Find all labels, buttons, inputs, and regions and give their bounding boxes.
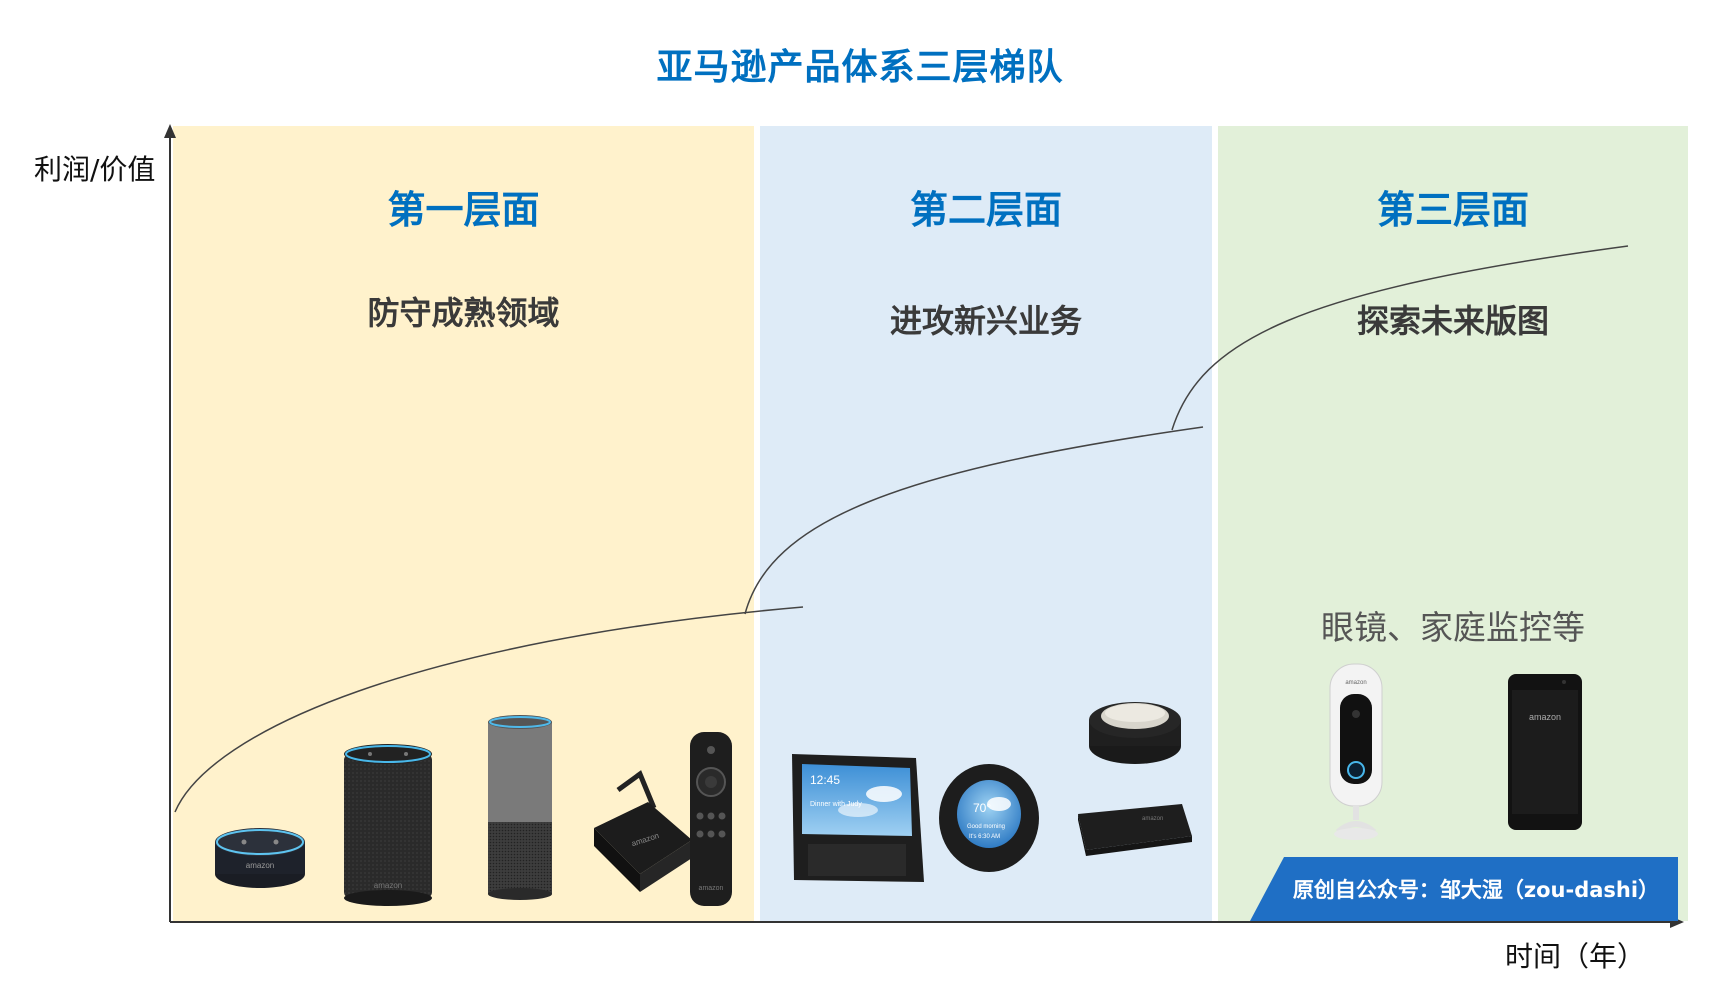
growth-curve-1 [174,606,804,813]
y-axis-label: 利润/价值 [34,153,156,186]
layer-title-2: 第二层面 [909,188,1062,232]
amazon-phone-icon: amazon [1508,674,1582,830]
layer-subtitle-2: 进攻新兴业务 [889,302,1082,340]
echo-tall-icon [488,715,552,900]
banner-shape [1250,857,1678,921]
echo-button-icon [1089,702,1181,764]
layer-panel-1: 第一层面 防守成熟领域 [173,126,754,921]
echo-dot-icon: amazon [215,828,305,888]
fire-tv-remote-icon: amazon [690,732,732,906]
page-title: 亚马逊产品体系三层梯队 [656,47,1064,88]
growth-curve-2 [744,426,1204,615]
svg-text:amazon: amazon [1529,712,1561,722]
x-axis-label: 时间（年） [1505,940,1646,973]
echo-show-icon: 12:45 Dinner with Judy [792,754,924,882]
svg-text:amazon: amazon [699,885,724,892]
layer-title-1: 第一层面 [387,188,540,232]
echo-speaker-icon: amazon [344,744,432,906]
layer-note-3: 眼镜、家庭监控等 [1321,608,1585,647]
svg-text:Dinner with Judy: Dinner with Judy [810,801,862,808]
layer-subtitle-3: 探索未来版图 [1356,302,1549,340]
svg-text:amazon: amazon [246,861,274,870]
fire-tv-box-icon: amazon [594,770,692,892]
svg-text:It's 6:30 AM: It's 6:30 AM [969,834,1000,840]
layer-subtitle-1: 防守成熟领域 [367,294,560,332]
layer-title-3: 第三层面 [1376,188,1529,232]
echo-connect-icon: amazon [1078,804,1192,856]
growth-curve-3 [1171,245,1629,431]
layer-panel-3: 第三层面 探索未来版图 眼镜、家庭监控等 [1218,126,1688,921]
watermark-banner: 原创自公众号：邹大湿（zou-dashi） [1250,857,1678,921]
svg-text:Good morning: Good morning [967,824,1005,830]
y-axis [164,124,176,922]
svg-text:amazon: amazon [374,881,402,890]
watermark-text: 原创自公众号：邹大湿（zou-dashi） [1292,878,1660,902]
svg-text:amazon: amazon [1345,680,1366,686]
svg-text:12:45: 12:45 [810,773,840,787]
echo-look-camera-icon: amazon [1329,663,1383,840]
svg-text:amazon: amazon [1142,816,1163,822]
echo-spot-icon: 70° Good morning It's 6:30 AM [939,764,1039,872]
svg-text:70°: 70° [973,801,991,815]
